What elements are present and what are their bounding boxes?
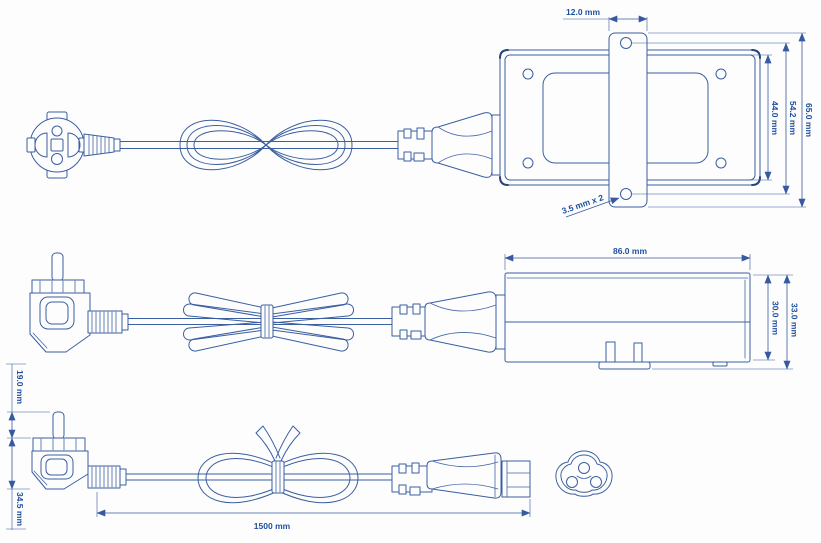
dim-hole-spacing: 54.2 mm (632, 42, 798, 195)
power-cable-top (119, 141, 399, 149)
label-inner-height: 44.0 mm (770, 101, 780, 135)
cable-tie-band (260, 304, 274, 339)
mounting-bracket (608, 32, 648, 208)
power-cable-bottom (125, 473, 395, 481)
dim-inner-height: 44.0 mm (748, 54, 780, 181)
dim-plug-height: 34.5 mm (8, 437, 25, 526)
label-overall-height-top: 65.0 mm (804, 103, 814, 137)
schuko-plug-face (26, 111, 88, 179)
mains-plug-cable-view (31, 411, 127, 490)
label-overall-height-side: 33.0 mm (790, 303, 800, 337)
view-top: 12.0 mm 44.0 mm 54.2 mm 65.0 mm 3.5 mm x… (26, 7, 814, 218)
c5-connector-face (555, 450, 613, 497)
tie-ribbon-right (275, 425, 301, 462)
label-body-height: 30.0 mm (771, 301, 781, 335)
view-side: 86.0 mm 30.0 mm 33.0 mm (29, 246, 800, 370)
label-pin-length: 19.0 mm (15, 370, 25, 404)
label-hole-spacing: 54.2 mm (788, 101, 798, 135)
dim-overall-height-side: 33.0 mm (652, 274, 800, 370)
label-body-length: 86.0 mm (613, 246, 647, 256)
dim-overall-height-top: 65.0 mm (648, 32, 814, 208)
mains-plug-side (29, 252, 129, 353)
cable-bundle-side (183, 292, 354, 352)
label-cable-length: 1500 mm (254, 521, 291, 531)
tie-band (271, 460, 285, 494)
label-bracket-width: 12.0 mm (566, 7, 600, 17)
view-cable: 19.0 mm 34.5 mm 1500 mm (6, 363, 613, 531)
dim-cable-length: 1500 mm (96, 492, 531, 531)
label-plug-height: 34.5 mm (15, 492, 25, 526)
dim-body-length: 86.0 mm (504, 246, 751, 270)
dim-bracket-width: 12.0 mm (563, 7, 648, 31)
inlet-connector-top (397, 112, 493, 178)
label-hole-note: 3.5 mm x 2 (560, 192, 605, 216)
coiled-cord-top (179, 119, 353, 171)
looped-cord (197, 425, 359, 504)
c5-connector-side (391, 452, 531, 499)
inlet-connector-side (391, 291, 506, 353)
cable-strain-relief-top (83, 133, 121, 157)
bracket-strap-under (598, 361, 651, 370)
tie-ribbon-left (255, 425, 281, 462)
adapter-body-side (504, 272, 751, 370)
